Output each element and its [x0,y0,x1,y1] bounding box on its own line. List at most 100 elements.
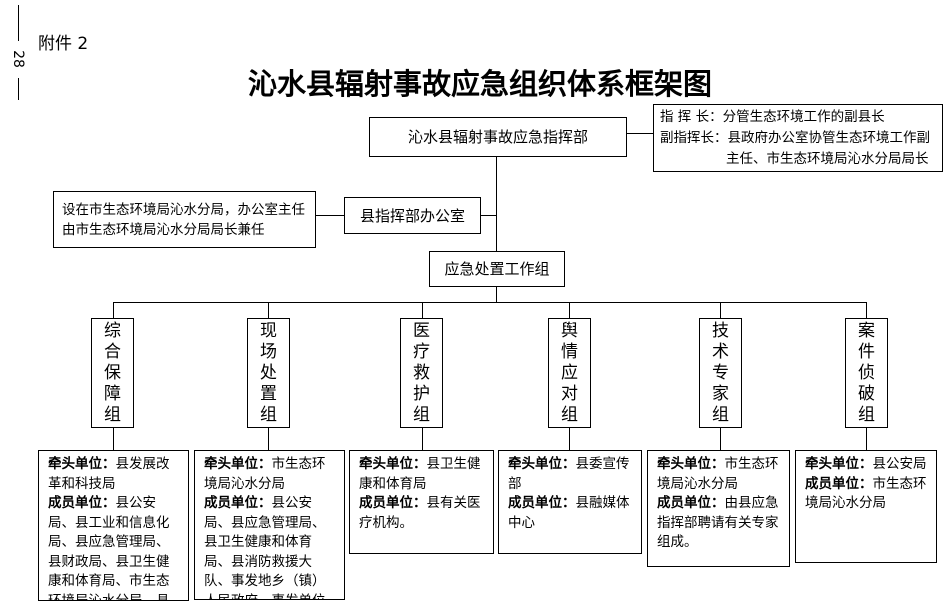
group-5-members: 成员单位：由县应急指挥部聘请有关专家组成。 [657,494,783,553]
lead-label: 牵头单位： [359,456,427,472]
lead-text: 县公安局 [872,456,927,472]
members-text: 县融媒体中心 [508,495,630,531]
connector-drop-3 [422,302,423,318]
group-5-lead: 牵头单位：市生态环境局沁水分局 [657,455,783,494]
lead-label: 牵头单位： [508,456,576,472]
connector-note-office [316,215,344,216]
command-center-box: 沁水县辐射事故应急指挥部 [369,117,627,157]
group-box-4: 舆 情 应 对 组 [548,318,591,428]
office-label: 县指挥部办公室 [359,206,465,225]
page-number-text: 28 [10,50,26,68]
deputy-text-1: 县政府办公室协管生态环境工作副 [727,130,931,146]
group-2-char: 场 [260,341,277,362]
group-4-members: 成员单位：县融媒体中心 [508,494,635,533]
group-6-char: 件 [858,341,875,362]
connector-group-4 [569,427,570,451]
page-number: 28 [5,46,31,72]
office-box: 县指挥部办公室 [344,197,481,234]
group-3-char: 组 [413,404,430,425]
commander-line: 指 挥 长：分管生态环境工作的副县长 [660,107,942,128]
group-2-char: 组 [260,404,277,425]
lead-label: 牵头单位： [805,456,873,472]
group-4-lead: 牵头单位：县委宣传部 [508,455,635,494]
deputy-text-2: 主任、市生态环境局沁水分局局长 [726,151,929,167]
group-3-char: 救 [413,362,430,383]
lead-text: 市生态环境局沁水分局 [204,456,326,492]
deputy-line-2: 主任、市生态环境局沁水分局局长 [660,149,942,170]
group-6-char: 案 [858,320,875,341]
group-detail-1: 牵头单位：县发展改革和科技局 成员单位：县公安局、县工业和信息化局、县应急管理局… [38,450,189,601]
group-5-char: 家 [712,383,729,404]
group-1-members: 成员单位：县公安局、县工业和信息化局、县应急管理局、县财政局、县卫生健康和体育局… [48,494,182,601]
connector-command-leadership [626,133,654,134]
group-4-char: 对 [561,383,578,404]
lead-text: 县委宣传部 [508,456,630,492]
members-text: 市生态环境局沁水分局 [805,475,927,512]
group-detail-3: 牵头单位：县卫生健康和体育局 成员单位：县有关医疗机构。 [349,450,494,554]
group-detail-6: 牵头单位：县公安局 成员单位：市生态环境局沁水分局 [795,450,937,563]
margin-rule-bottom [18,78,19,100]
group-4-char: 舆 [561,320,578,341]
group-5-char: 术 [712,341,729,362]
members-text: 县公安局、县应急管理局、县卫生健康和体育局、县消防救援大队、事发地乡（镇）人民政… [204,495,326,599]
group-box-3: 医 疗 救 护 组 [400,318,443,428]
group-4-char: 组 [561,404,578,425]
page-title: 沁水县辐射事故应急组织体系框架图 [247,67,712,101]
commander-label: 指 挥 长： [660,109,723,125]
connector-group-3 [422,427,423,451]
connector-group-1 [113,427,114,451]
member-label: 成员单位： [805,475,873,492]
group-box-1: 综 合 保 障 组 [91,318,134,428]
group-4-char: 应 [561,362,578,383]
leadership-box: 指 挥 长：分管生态环境工作的副县长 副指挥长：县政府办公室协管生态环境工作副 … [653,104,943,172]
members-text: 县公安局、县工业和信息化局、县应急管理局、县财政局、县卫生健康和体育局、市生态环… [48,495,170,601]
members-text: 由县应急指挥部聘请有关专家组成。 [657,495,779,550]
group-2-char: 处 [260,362,277,383]
connector-horizontal-bus [113,302,867,303]
group-5-char: 组 [712,404,729,425]
commander-text: 分管生态环境工作的副县长 [722,109,885,125]
member-label: 成员单位： [508,495,576,511]
group-1-lead: 牵头单位：县发展改革和科技局 [48,455,182,494]
group-3-char: 疗 [413,341,430,362]
group-4-char: 情 [561,341,578,362]
lead-text: 县卫生健康和体育局 [359,456,481,492]
connector-drop-2 [268,302,269,318]
group-6-char: 破 [858,383,875,404]
group-5-char: 技 [712,320,729,341]
connector-group-2 [268,427,269,451]
group-3-lead: 牵头单位：县卫生健康和体育局 [359,455,487,494]
members-text: 县有关医疗机构。 [359,495,481,531]
group-box-6: 案 件 侦 破 组 [845,318,888,428]
attachment-label: 附件 2 [38,34,89,54]
member-label: 成员单位： [204,495,272,511]
group-detail-4: 牵头单位：县委宣传部 成员单位：县融媒体中心 [498,450,642,554]
office-note-text: 设在市生态环境局沁水分局，办公室主任由市生态环境局沁水分局局长兼任 [62,202,305,238]
lead-label: 牵头单位： [657,456,725,472]
group-3-char: 护 [413,383,430,404]
connector-working-down [496,286,497,302]
group-1-char: 综 [104,320,121,341]
group-1-char: 障 [104,383,121,404]
deputy-line: 副指挥长：县政府办公室协管生态环境工作副 [660,128,942,149]
command-center-label: 沁水县辐射事故应急指挥部 [407,128,588,146]
group-6-char: 组 [858,404,875,425]
connector-drop-6 [866,302,867,318]
group-6-char: 侦 [858,362,875,383]
group-2-lead: 牵头单位：市生态环境局沁水分局 [204,455,338,494]
working-group-box: 应急处置工作组 [429,251,565,287]
group-box-5: 技 术 专 家 组 [699,318,742,428]
group-detail-5: 牵头单位：市生态环境局沁水分局 成员单位：由县应急指挥部聘请有关专家组成。 [647,450,790,567]
connector-drop-5 [720,302,721,318]
group-1-char: 保 [104,362,121,383]
connector-drop-1 [113,302,114,318]
group-box-2: 现 场 处 置 组 [247,318,290,428]
connector-group-6 [866,427,867,451]
connector-drop-4 [569,302,570,318]
office-note-box: 设在市生态环境局沁水分局，办公室主任由市生态环境局沁水分局局长兼任 [53,191,316,248]
working-group-label: 应急处置工作组 [444,260,550,278]
group-2-members: 成员单位：县公安局、县应急管理局、县卫生健康和体育局、县消防救援大队、事发地乡（… [204,494,338,599]
group-1-char: 组 [104,404,121,425]
group-6-members: 成员单位：市生态环境局沁水分局 [805,475,930,514]
connector-center-trunk [496,156,497,252]
